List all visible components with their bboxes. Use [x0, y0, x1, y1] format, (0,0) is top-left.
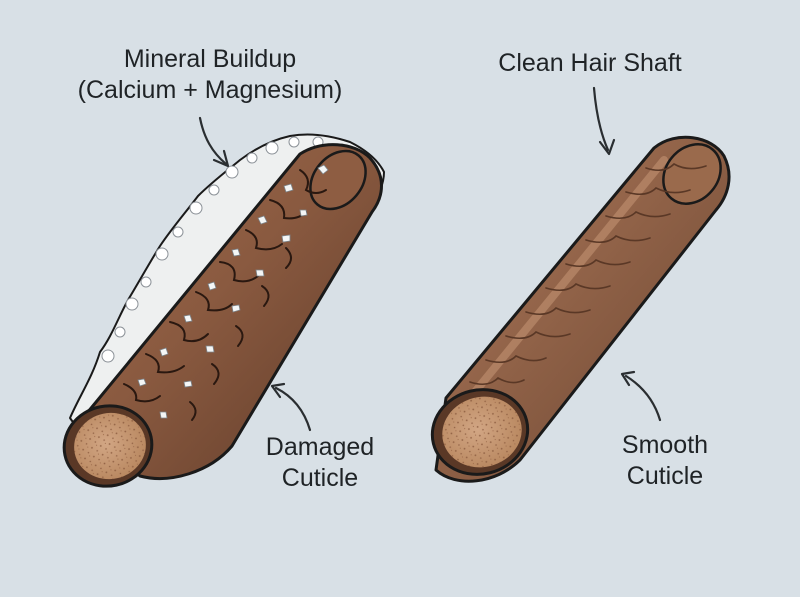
damaged-cuticle-line2: Cuticle — [281, 464, 359, 492]
clean-hair-shaft — [430, 135, 731, 483]
damaged-cuticle-label: Damaged Cuticle — [220, 432, 420, 494]
arrow-icon — [592, 86, 616, 156]
smooth-cuticle-label: Smooth Cuticle — [580, 430, 750, 492]
smooth-cuticle-line1: Smooth — [621, 431, 709, 459]
mineral-buildup-line2: (Calcium + Magnesium) — [77, 76, 343, 104]
clean-shaft-body — [434, 135, 731, 483]
mineral-buildup-line1: Mineral Buildup — [123, 45, 297, 73]
damaged-shaft-body — [76, 143, 383, 480]
arrow-icon — [198, 116, 230, 168]
clean-hair-shaft-text: Clean Hair Shaft — [498, 49, 682, 77]
shaft-highlight — [466, 156, 668, 402]
damaged-cuticle-cracks — [123, 169, 327, 421]
smooth-cuticle-scales — [469, 163, 707, 386]
smooth-cuticle-line2: Cuticle — [626, 462, 704, 490]
arrow-icon — [620, 370, 662, 422]
damaged-hair-shaft — [62, 133, 385, 488]
clean-hair-shaft-label: Clean Hair Shaft — [440, 48, 740, 79]
damaged-cuticle-line1: Damaged — [265, 433, 375, 461]
mineral-flecks — [137, 164, 329, 419]
mineral-buildup-label: Mineral Buildup (Calcium + Magnesium) — [30, 44, 390, 106]
clean-shaft-end — [662, 143, 722, 205]
arrow-icon — [270, 382, 312, 432]
